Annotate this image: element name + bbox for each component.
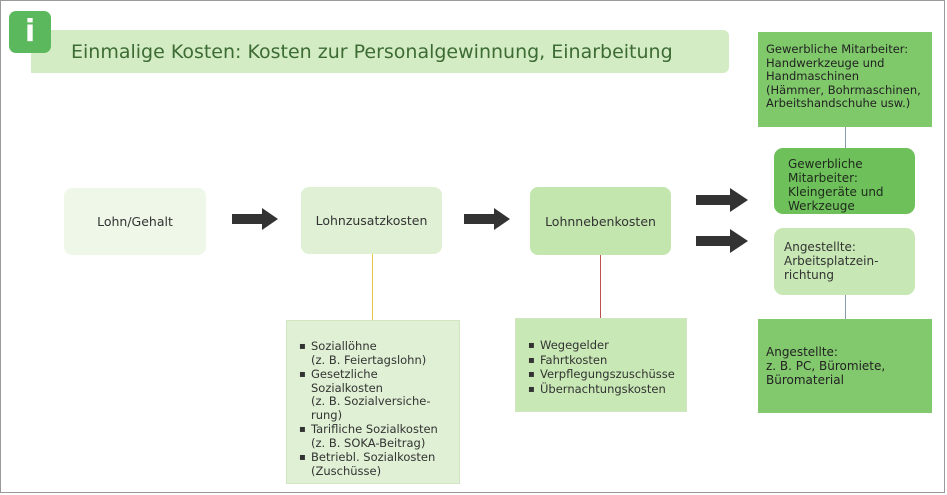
list-item: Verpflegungszuschüsse xyxy=(528,367,676,382)
title-bar: Einmalige Kosten: Kosten zur Personalgew… xyxy=(31,30,729,73)
lohnneben-details-box: Wegegelder Fahrtkosten Verpflegungszusch… xyxy=(515,318,687,412)
box-angestellte-bueromaterial: Angestellte: z. B. PC, Büromiete, Büroma… xyxy=(758,319,932,413)
lohnneben-details-list: Wegegelder Fahrtkosten Verpflegungszusch… xyxy=(528,338,676,397)
lohnzusatz-details-box: Soziallöhne (z. B. Feiertagslohn) Gesetz… xyxy=(286,320,460,484)
list-item: Übernachtungskosten xyxy=(528,382,676,397)
arrow-right-icon xyxy=(696,229,748,253)
box-lohnnebenkosten-label: Lohnnebenkosten xyxy=(545,213,656,229)
box-angestellte-arbeitsplatz: Angestellte: Arbeitsplatzein- richtung xyxy=(774,228,915,295)
info-icon: i xyxy=(9,11,51,53)
connector-line-lohnzusatz xyxy=(372,254,373,320)
box-lohn-gehalt-label: Lohn/Gehalt xyxy=(97,214,173,229)
box-lohnzusatzkosten-label: Lohnzusatzkosten xyxy=(315,213,428,228)
list-item: Betriebl. Sozialkosten (Zuschüsse) xyxy=(299,450,449,478)
list-item: Fahrtkosten xyxy=(528,353,676,368)
list-item: Soziallöhne (z. B. Feiertagslohn) xyxy=(299,339,449,367)
lohnzusatz-details-list: Soziallöhne (z. B. Feiertagslohn) Gesetz… xyxy=(299,339,449,478)
arrow-right-icon xyxy=(696,188,748,212)
arrow-right-icon xyxy=(232,208,278,230)
arrow-right-icon xyxy=(464,208,510,230)
connector-line-right-top xyxy=(845,127,846,148)
box-gewerbliche-kleingeraete: Gewerbliche Mitarbeiter: Kleingeräte und… xyxy=(774,148,915,214)
connector-line-right-bottom xyxy=(845,295,846,319)
list-item: Tarifliche Sozialkosten (z. B. SOKA-Beit… xyxy=(299,422,449,450)
box-gewerbliche-handwerkzeuge: Gewerbliche Mitarbeiter: Handwerkzeuge u… xyxy=(758,32,932,127)
connector-line-lohnneben xyxy=(600,255,601,318)
list-item: Wegegelder xyxy=(528,338,676,353)
box-lohnzusatzkosten: Lohnzusatzkosten xyxy=(301,187,442,254)
page-title: Einmalige Kosten: Kosten zur Personalgew… xyxy=(71,40,673,63)
box-lohn-gehalt: Lohn/Gehalt xyxy=(64,188,206,255)
box-lohnnebenkosten: Lohnnebenkosten xyxy=(530,187,671,255)
list-item: Gesetzliche Sozialkosten (z. B. Sozialve… xyxy=(299,367,449,422)
